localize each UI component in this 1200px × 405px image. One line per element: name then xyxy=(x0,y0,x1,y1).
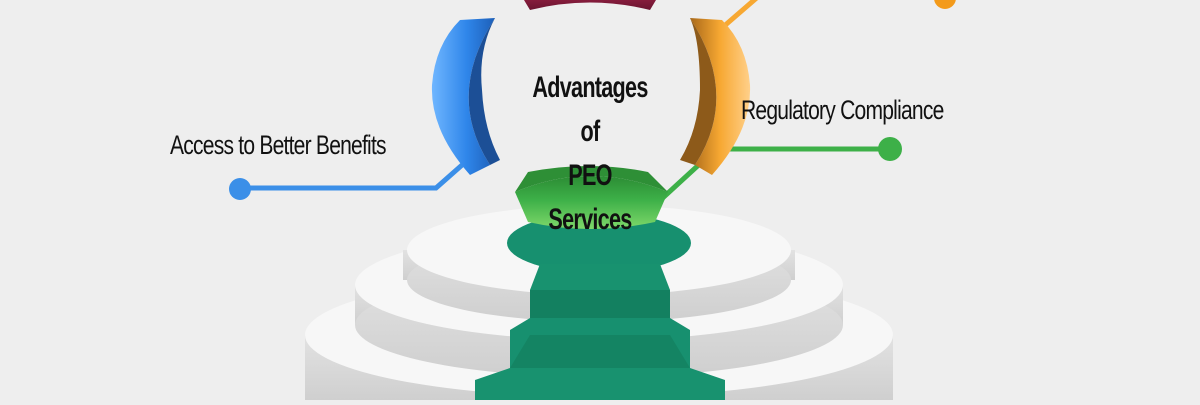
segment-top-maroon xyxy=(524,0,656,10)
title-line-2: PEO Services xyxy=(548,159,632,236)
label-access-to-better-benefits: Access to Better Benefits xyxy=(170,130,387,160)
segment-bottom-green xyxy=(515,176,668,229)
segment-left-blue xyxy=(431,18,495,175)
connector-orange xyxy=(706,0,956,42)
center-circle xyxy=(480,0,700,210)
dot-orange-icon xyxy=(934,0,956,9)
connector-blue xyxy=(229,156,472,200)
dot-green-icon xyxy=(878,137,902,161)
dot-blue-icon xyxy=(229,178,251,200)
segment-right-orange xyxy=(690,18,751,175)
title-line-1: Advantages of xyxy=(532,71,648,148)
pedestal xyxy=(305,205,893,400)
diagram-title: Advantages of PEO Services xyxy=(500,66,680,242)
label-regulatory-compliance: Regulatory Compliance xyxy=(741,95,944,125)
